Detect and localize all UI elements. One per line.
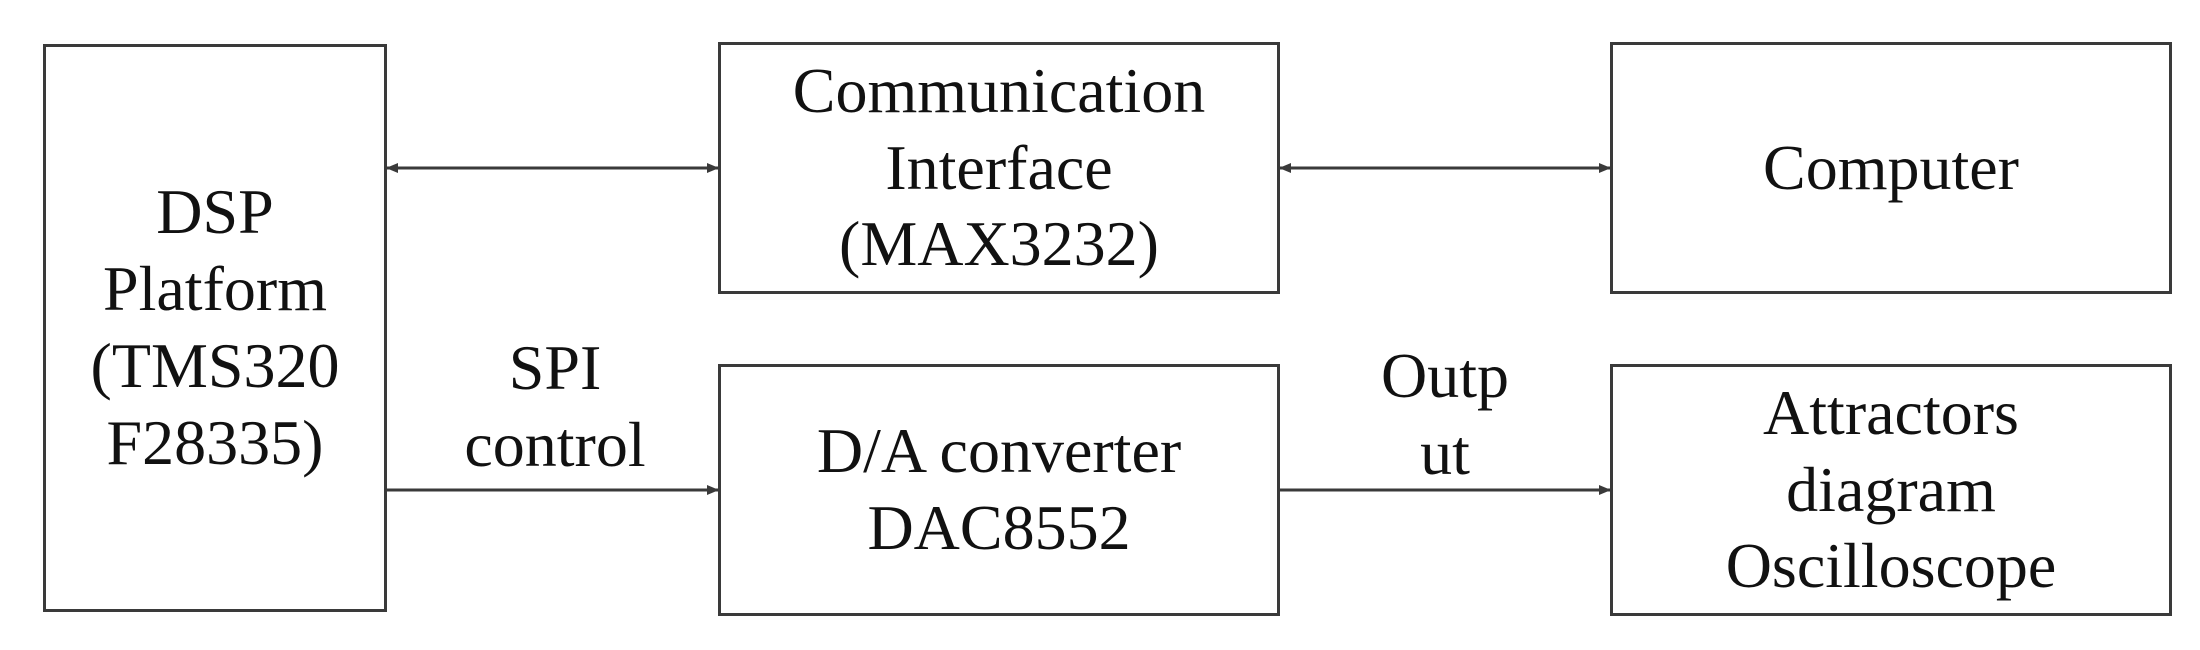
computer-box: Computer bbox=[1610, 42, 2172, 294]
dac-label-line-1: D/A converter bbox=[816, 415, 1182, 487]
computer-label: Computer bbox=[1763, 131, 2019, 203]
dsp-label-line-2: Platform bbox=[103, 253, 327, 325]
spi-control-label: SPI control bbox=[440, 330, 670, 484]
comm-label-line-2: Interface bbox=[885, 131, 1113, 203]
communication-interface-box: Communication Interface (MAX3232) bbox=[718, 42, 1280, 294]
dac-label-line-2: DAC8552 bbox=[867, 492, 1131, 563]
dsp-label-line-4: F28335) bbox=[106, 406, 324, 478]
scope-label-line-1: Attractors bbox=[1763, 376, 2019, 448]
scope-label-line-3: Oscilloscope bbox=[1725, 530, 2057, 602]
comm-label-line-3: (MAX3232) bbox=[839, 208, 1159, 280]
dsp-platform-box: DSP Platform (TMS320 F28335) bbox=[43, 44, 387, 612]
output-label-line-1: Outp bbox=[1381, 340, 1509, 411]
da-converter-box: D/A converter DAC8552 bbox=[718, 364, 1280, 616]
dsp-label-line-3: (TMS320 bbox=[90, 330, 340, 401]
comm-label-line-1: Communication bbox=[792, 54, 1206, 126]
scope-label-line-2: diagram bbox=[1786, 453, 1996, 525]
output-label-line-2: ut bbox=[1420, 416, 1470, 488]
output-label: Outp ut bbox=[1335, 338, 1555, 492]
oscilloscope-box: Attractors diagram Oscilloscope bbox=[1610, 364, 2172, 616]
dsp-label-line-1: DSP bbox=[156, 176, 274, 248]
spi-label-line-1: SPI bbox=[508, 332, 602, 403]
spi-label-line-2: control bbox=[464, 408, 646, 480]
